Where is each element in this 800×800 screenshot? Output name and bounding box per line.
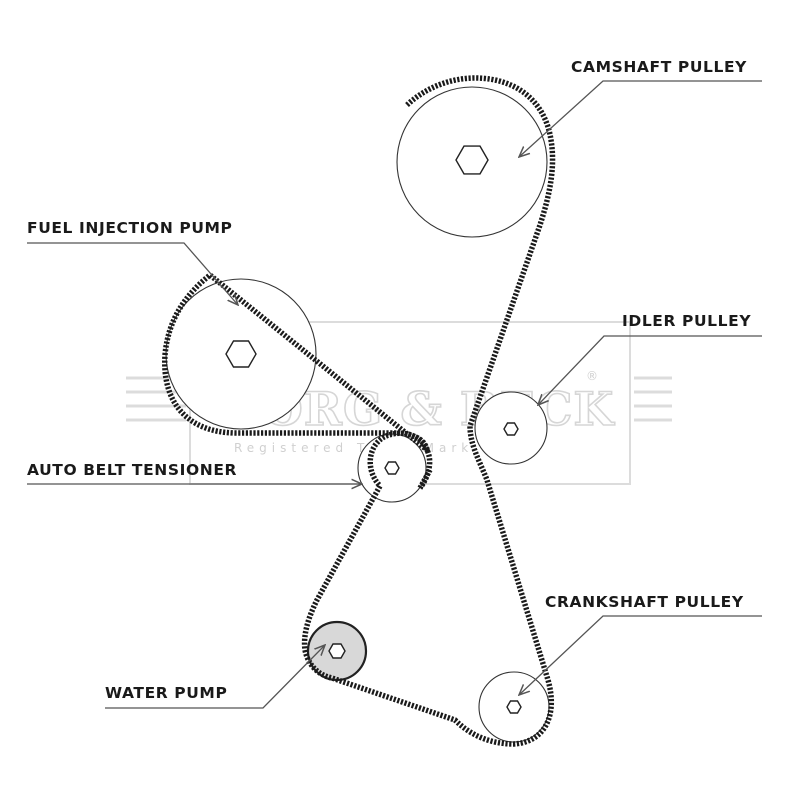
camshaft-leader-line (519, 80, 762, 157)
watermark-bars-right (634, 376, 672, 422)
timing-belt (162, 75, 556, 747)
label-tensioner: AUTO BELT TENSIONER (27, 461, 362, 484)
fuel-pump-leader-line (27, 242, 238, 305)
pulleys (165, 86, 550, 743)
water-pump-label: WATER PUMP (105, 684, 227, 702)
timing-belt-path (162, 75, 556, 747)
watermark-subtitle: Registered Trade Mark (234, 441, 473, 455)
fuel-injection-pump-label: FUEL INJECTION PUMP (27, 219, 233, 237)
crankshaft-hub-icon (506, 700, 522, 714)
label-camshaft: CAMSHAFT PULLEY (519, 58, 762, 157)
camshaft-pulley-label: CAMSHAFT PULLEY (571, 58, 747, 76)
water-pump-hub-icon (328, 643, 346, 659)
idler-hub-icon (503, 422, 519, 436)
idler-pulley-label: IDLER PULLEY (622, 312, 751, 330)
water-pump-leader-line (105, 645, 325, 709)
idler-leader-line (538, 335, 762, 405)
label-idler: IDLER PULLEY (538, 312, 762, 405)
label-water-pump: WATER PUMP (105, 645, 325, 709)
auto-belt-tensioner-label: AUTO BELT TENSIONER (27, 461, 237, 479)
label-crankshaft: CRANKSHAFT PULLEY (519, 593, 762, 695)
tensioner-hub-icon (384, 461, 400, 475)
watermark-registered-mark: ® (586, 369, 598, 383)
label-fuel-pump: FUEL INJECTION PUMP (27, 219, 238, 305)
fuel-pump-hub-icon (225, 340, 257, 368)
crankshaft-leader-line (519, 615, 762, 695)
crankshaft-pulley-label: CRANKSHAFT PULLEY (545, 593, 744, 611)
camshaft-hub-icon (455, 145, 489, 175)
